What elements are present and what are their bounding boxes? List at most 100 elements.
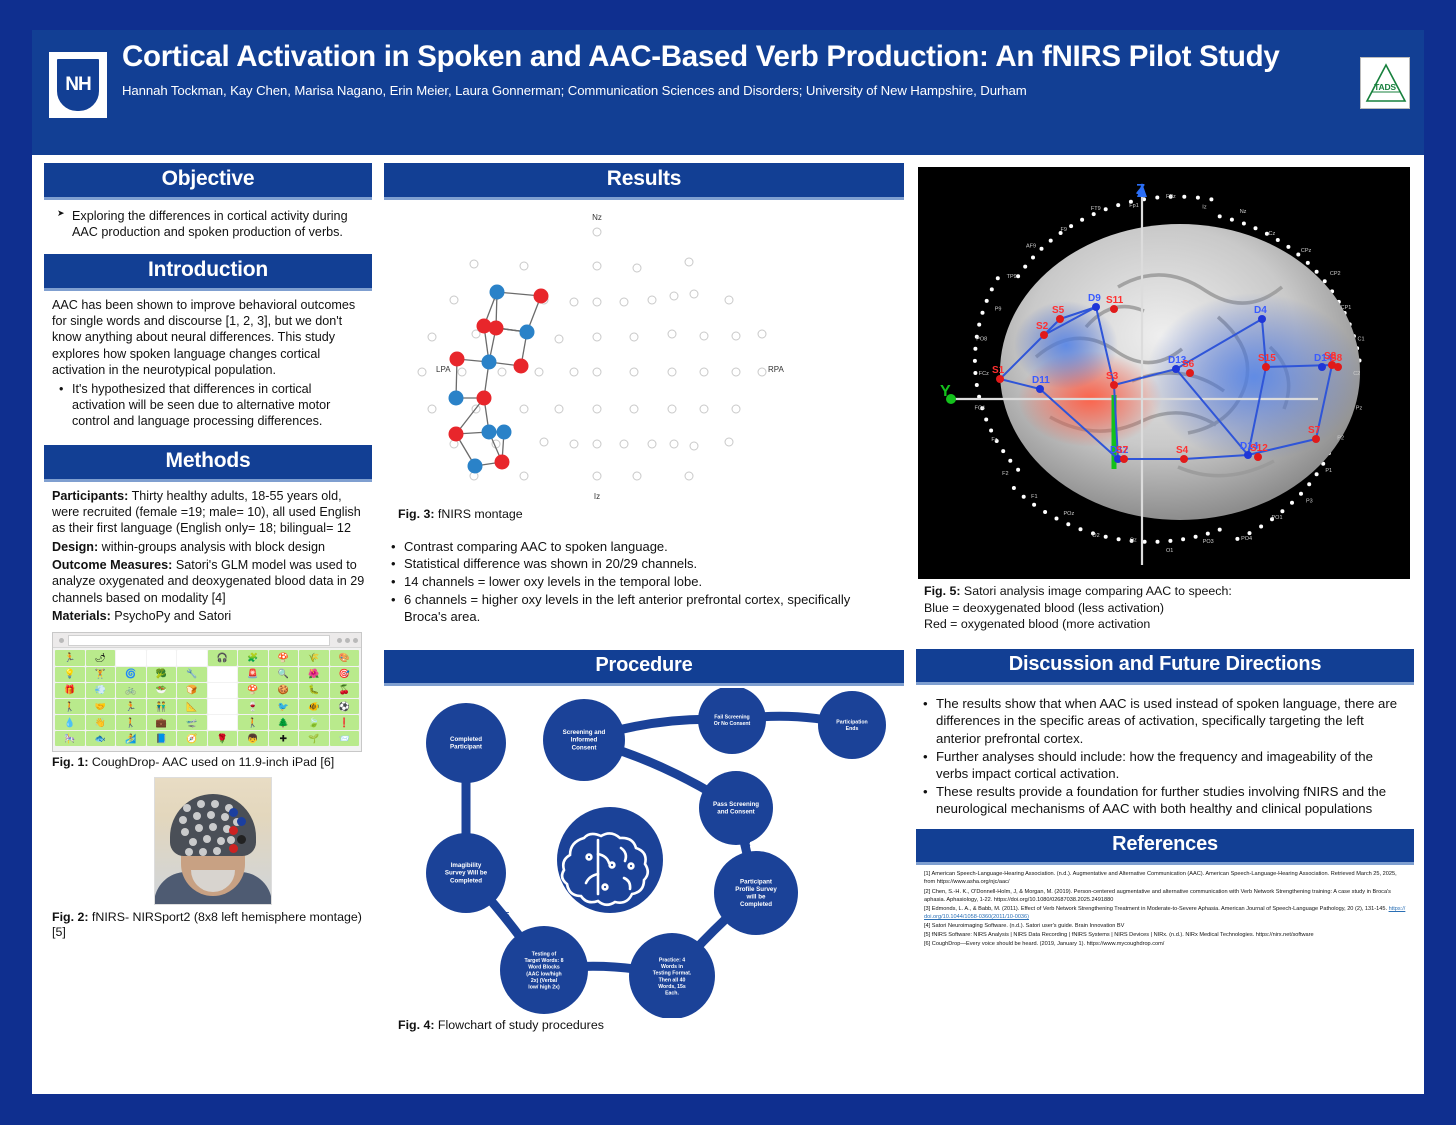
montage-empty-node <box>699 331 709 341</box>
aac-symbol-cell[interactable]: 💨 <box>85 682 115 698</box>
aac-symbol-cell[interactable]: 🌶 <box>85 650 115 666</box>
aac-symbol-cell[interactable]: 🎯 <box>329 666 359 682</box>
detector-optode-node <box>467 458 483 474</box>
aac-symbol-cell[interactable]: 🏋 <box>85 666 115 682</box>
montage-empty-node <box>417 367 427 377</box>
left-column: Objective Exploring the differences in c… <box>44 163 372 941</box>
aac-symbol-icon: 📘 <box>155 733 167 744</box>
aac-symbol-cell[interactable]: 🍷 <box>238 698 268 715</box>
eeg-position-dot <box>1241 221 1246 226</box>
aac-symbol-cell[interactable]: 🎠 <box>55 731 85 747</box>
figure-4-label: Fig. 4: <box>398 1017 435 1032</box>
aac-symbol-cell[interactable]: 👋 <box>85 715 115 731</box>
reference-link[interactable]: https://doi.org/10.1044/1058-0360(2011/1… <box>924 905 1406 920</box>
methods-materials: Materials: PsychoPy and Satori <box>52 608 366 624</box>
montage-empty-node <box>569 367 579 377</box>
aac-symbol-cell[interactable]: 🥗 <box>146 682 176 698</box>
aac-symbol-cell[interactable] <box>207 682 237 698</box>
optode-dot <box>225 803 233 812</box>
aac-symbol-cell[interactable]: 🐦 <box>268 698 298 715</box>
objective-body: Exploring the differences in cortical ac… <box>44 200 372 244</box>
aac-symbol-cell[interactable]: 🔧 <box>177 666 207 682</box>
aac-symbol-cell[interactable] <box>207 666 237 682</box>
aac-symbol-cell[interactable]: 🌾 <box>299 650 329 666</box>
aac-symbol-cell[interactable] <box>207 715 237 731</box>
section-heading-introduction: Introduction <box>44 253 372 291</box>
aac-symbol-cell[interactable]: 📨 <box>329 731 359 747</box>
aac-symbol-cell[interactable]: 👬 <box>146 698 176 715</box>
aac-symbol-cell[interactable]: 🌹 <box>207 731 237 747</box>
flowchart-node-label: Profile Survey <box>735 886 777 893</box>
aac-symbol-icon: 👬 <box>155 701 167 712</box>
aac-symbol-cell[interactable]: 🚶 <box>116 715 146 731</box>
methods-outcome-label: Outcome Measures: <box>52 558 173 573</box>
aac-symbol-cell[interactable]: 🤝 <box>85 698 115 715</box>
aac-symbol-cell[interactable] <box>116 650 146 666</box>
aac-symbol-icon: ✚ <box>279 733 288 744</box>
aac-symbol-cell[interactable]: 🐛 <box>299 682 329 698</box>
eeg-position-dot <box>980 310 985 315</box>
eeg-position-label: Iz <box>1202 205 1207 211</box>
methods-design: Design: within-groups analysis with bloc… <box>52 539 366 555</box>
aac-symbol-cell[interactable]: 🚲 <box>116 682 146 698</box>
aac-symbol-cell[interactable]: 🍄 <box>238 682 268 698</box>
aac-symbol-cell[interactable]: ✚ <box>268 731 298 747</box>
montage-empty-node <box>471 404 481 414</box>
aac-symbol-icon: 🏃 <box>64 652 76 663</box>
aac-symbol-cell[interactable]: 💧 <box>55 715 85 731</box>
flowchart-node-label: Testing of <box>532 951 557 957</box>
eeg-position-dot <box>1032 502 1037 507</box>
aac-symbol-cell[interactable]: 🐠 <box>299 698 329 715</box>
aac-symbol-cell[interactable]: 📘 <box>146 731 176 747</box>
aac-symbol-cell[interactable] <box>146 650 176 666</box>
aac-symbol-cell[interactable]: 🎧 <box>207 650 237 666</box>
aac-symbol-cell[interactable]: 🚶 <box>238 715 268 731</box>
aac-symbol-cell[interactable]: 🐟 <box>85 731 115 747</box>
aac-symbol-cell[interactable]: 🍃 <box>299 715 329 731</box>
aac-symbol-cell[interactable]: 🌀 <box>116 666 146 682</box>
aac-symbol-cell[interactable]: 🌺 <box>299 666 329 682</box>
aac-symbol-cell[interactable]: 🎨 <box>329 650 359 666</box>
montage-empty-node <box>632 471 642 481</box>
aac-symbol-cell[interactable]: 📐 <box>177 698 207 715</box>
aac-symbol-cell[interactable]: 🛫 <box>177 715 207 731</box>
montage-empty-node <box>629 332 639 342</box>
flowchart-node-label: low/ high 2x) <box>528 984 560 990</box>
fnirs-optode-dots <box>155 778 271 904</box>
aac-symbol-cell[interactable]: 🥦 <box>146 666 176 682</box>
aac-symbol-cell[interactable]: 🚨 <box>238 666 268 682</box>
aac-symbol-cell[interactable]: 🏃 <box>55 650 85 666</box>
aac-symbol-icon: 🍷 <box>247 701 259 712</box>
aac-symbol-cell[interactable]: 🔍 <box>268 666 298 682</box>
aac-symbol-cell[interactable] <box>177 650 207 666</box>
detector-optode-node <box>519 324 535 340</box>
aac-symbol-cell[interactable]: 🎁 <box>55 682 85 698</box>
aac-symbol-cell[interactable] <box>207 698 237 715</box>
aac-symbol-cell[interactable]: 👦 <box>238 731 268 747</box>
aac-symbol-cell[interactable]: 🌲 <box>268 715 298 731</box>
aac-symbol-cell[interactable]: 🚶 <box>55 698 85 715</box>
aac-symbol-cell[interactable]: 💡 <box>55 666 85 682</box>
aac-symbol-cell[interactable]: 💼 <box>146 715 176 731</box>
aac-symbol-cell[interactable]: 🏃 <box>116 698 146 715</box>
flowchart-node-label: Screening and <box>563 729 606 736</box>
flowchart-node-label: Survey Will be <box>445 870 488 877</box>
aac-symbol-cell[interactable]: 🌱 <box>299 731 329 747</box>
channel-label: S5 <box>1052 305 1065 316</box>
aac-symbol-cell[interactable]: 🏄 <box>116 731 146 747</box>
brain-channel-link <box>1247 366 1267 456</box>
aac-symbol-cell[interactable]: 🧩 <box>238 650 268 666</box>
aac-symbol-cell[interactable]: ❗ <box>329 715 359 731</box>
aac-symbol-cell[interactable]: 🧭 <box>177 731 207 747</box>
poster-header: NH Cortical Activation in Spoken and AAC… <box>32 30 1424 155</box>
optode-dot <box>189 837 197 846</box>
aac-symbol-cell[interactable]: 🍞 <box>177 682 207 698</box>
aac-symbol-cell[interactable]: ⚽ <box>329 698 359 715</box>
montage-label-nz: Nz <box>592 213 602 222</box>
aac-symbol-cell[interactable]: 🍄 <box>268 650 298 666</box>
figure-5-label: Fig. 5: <box>924 584 961 598</box>
aac-symbol-cell[interactable]: 🍪 <box>268 682 298 698</box>
eeg-position-dot <box>984 298 989 303</box>
aac-symbol-cell[interactable]: 🍒 <box>329 682 359 698</box>
